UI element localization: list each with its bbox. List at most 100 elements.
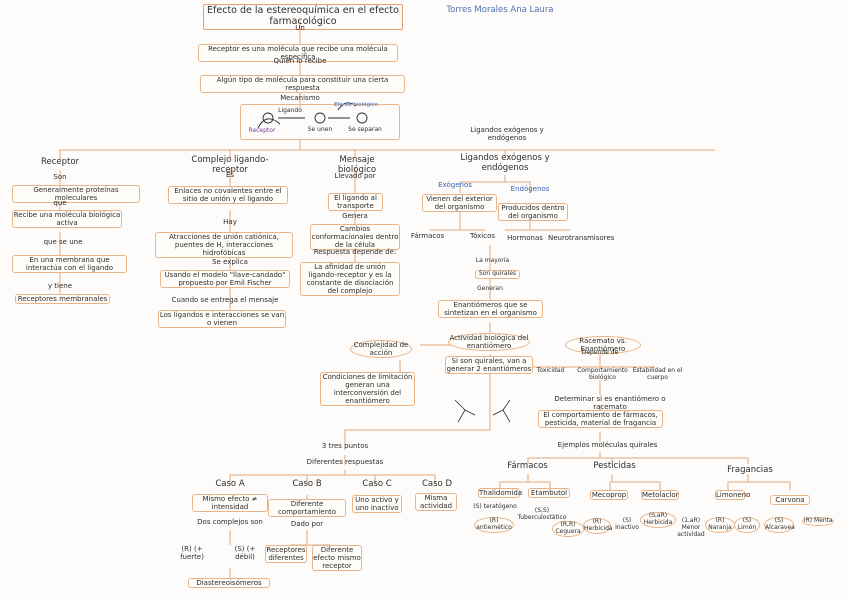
label-son: Son (53, 173, 67, 181)
node-cv2: (R) Menta (802, 517, 834, 526)
node-b3: Receptores diferentes (265, 545, 307, 564)
node-complejo-2: Atracciones de unión catiónica, puentes … (155, 232, 293, 259)
header-receptor: Receptor (40, 157, 80, 167)
node-complejo-1: Enlaces no covalentes entre el sitio de … (168, 186, 288, 205)
node-e2: (R,R) Ceguera (552, 521, 584, 537)
label-a2: Dos complejos son (197, 518, 263, 526)
node-ml1: (S,aR) Herbicida (640, 512, 676, 528)
node-exogenos-def: Vienen del exterior del organismo (422, 194, 497, 213)
label-ml2: (1,aR) Menor actividad (677, 517, 705, 538)
node-b4: Diferente efecto mismo receptor (312, 545, 362, 572)
label-t1: (S) teratógeno (473, 503, 517, 510)
node-complejo-3: Usando el modelo "llave-candado" propues… (160, 270, 290, 289)
node-receptor-3: En una membrana que interactúa con el li… (12, 255, 127, 274)
mechanism-box (240, 104, 400, 140)
node-carvona: Carvona (770, 495, 810, 506)
stereo-sketch (454, 399, 511, 423)
label-farmacos: Fármacos (410, 232, 445, 240)
node-mensaje-2: Cambios conformacionales dentro de la cé… (310, 224, 400, 251)
case-d: Caso D (421, 479, 453, 489)
header-ligandos: Ligandos exógenos y endógenos (460, 153, 550, 173)
node-endogenos-def: Producidos dentro del organismo (498, 203, 568, 222)
node-mensaje-3: La afinidad de unión ligando-receptor y … (300, 262, 400, 297)
label-que: que (53, 199, 67, 207)
node-etambutol: Etambutol (528, 488, 570, 499)
node-d1: Misma actividad (415, 493, 457, 512)
label-pesticidas: Pesticidas (593, 461, 636, 471)
case-b: Caso B (292, 479, 322, 489)
map-title: Efecto de la estereoquímica en el efecto… (203, 4, 403, 30)
mech-se-unen: Se unen (307, 126, 333, 133)
node-a1: Mismo efecto ≠ intensidad (192, 494, 268, 513)
mechanism-sketch (257, 102, 368, 129)
label-endogenos: Endógenos (510, 185, 550, 193)
node-limoneno: Limoneno (715, 490, 751, 501)
mech-efecto: Efecto biológico (334, 102, 378, 108)
node-mensaje-1: El ligando al transporte (328, 193, 383, 212)
node-si-quirales: Si son quirales, van a generar 2 enantió… (445, 356, 533, 375)
author-name: Torres Morales Ana Laura (446, 5, 554, 15)
node-thalidomida: Thalidomida (478, 488, 523, 499)
label-y-tiene: y tiene (47, 282, 73, 290)
node-receptor-1: Generalmente proteínas moleculares (12, 185, 140, 204)
header-complejo: Complejo ligando-receptor (191, 155, 269, 175)
label-respuesta: Respuesta depende de: (313, 248, 397, 256)
label-toxicidad: Toxicidad (536, 367, 565, 374)
node-actividad: Actividad biológica del enantiómero (448, 333, 530, 352)
label-ligandos-top: Ligandos exógenos y endógenos (470, 126, 544, 143)
label-mp2: (S) Inactivo (615, 517, 639, 531)
label-farmacos-ej: Fármacos (507, 461, 548, 471)
node-receptor-2: Recibe una molécula biológica activa (12, 210, 122, 229)
node-son-quirales: Son quirales (475, 270, 520, 279)
case-c: Caso C (362, 479, 392, 489)
node-racemato: Racemato vs. Enantiómero (565, 336, 641, 355)
mech-se-separan: Se separan (348, 126, 382, 133)
label-b2: Dado por (290, 520, 324, 528)
label-mecanismo: Mecanismo (280, 94, 320, 102)
label-se-explica: Se explica (212, 258, 248, 266)
label-fragancias: Fragancias (727, 465, 773, 475)
node-a5: Diastereoisómeros (188, 578, 270, 589)
node-receptor-def: Receptor es una molécula que recibe una … (198, 44, 398, 63)
label-tres-puntos: 3 tres puntos (321, 442, 369, 450)
label-exogenos: Exógenos (438, 181, 472, 189)
node-metolaclor: Metolaclor (641, 490, 679, 501)
node-comportamiento: El comportamiento de fármacos, pesticida… (538, 410, 663, 429)
label-e1: (S,S) Tuberculostático (517, 507, 567, 521)
label-estabilidad: Estabilidad en el cuerpo (632, 367, 683, 381)
node-condiciones: Condiciones de limitación generan una in… (320, 372, 415, 407)
node-b1: Diferente comportamiento (268, 499, 346, 518)
label-genera: Genera (342, 212, 368, 220)
label-la-mayoria: La mayoría (475, 257, 510, 264)
label-determinar: Determinar si es enantiómero o racemato (554, 395, 666, 412)
label-que-se-une: que se une (43, 238, 83, 246)
label-cuando: Cuando se entrega el mensaje (171, 296, 279, 304)
node-l2: (S) Limón (734, 517, 760, 533)
label-quien-recibe: Quién lo recibe (273, 57, 327, 65)
node-mp1: (R) Herbicida (583, 518, 613, 534)
node-mecoprop: Mecoprop (590, 490, 628, 501)
node-receptor-4: Receptores membranales (15, 294, 110, 305)
node-t2: (R) antiemético (474, 517, 514, 533)
label-ejemplos: Ejemplos moléculas quirales (557, 441, 658, 449)
header-mensaje: Mensaje biológico (337, 155, 377, 175)
label-generan: Generan (477, 285, 503, 292)
node-l1: (R) Naranja (705, 517, 735, 533)
label-es: Es (225, 171, 235, 179)
node-complejidad: Complejidad de acción (350, 340, 412, 359)
label-un: Un (295, 24, 305, 32)
label-hay: Hay (223, 218, 237, 226)
case-a: Caso A (215, 479, 245, 489)
label-a3: (R) (+ fuerte) (180, 545, 204, 562)
node-enantiomeros: Enantiómeros que se sintetizan en el org… (438, 300, 543, 319)
label-llevado-por: Llevado por (334, 172, 376, 180)
node-cv1: (S) Alcaravea (764, 517, 795, 533)
label-a4: (S) (+ débil) (234, 545, 256, 562)
label-comp-biologico: Comportamiento biológico (577, 367, 628, 381)
node-ligando-def: Algún tipo de molécula para constituir u… (200, 75, 405, 94)
label-neuro: Neurotransmisores (548, 234, 615, 242)
node-cc1: Uno activo y uno inactivo (352, 495, 402, 514)
mech-ligando: Ligando (278, 107, 302, 114)
